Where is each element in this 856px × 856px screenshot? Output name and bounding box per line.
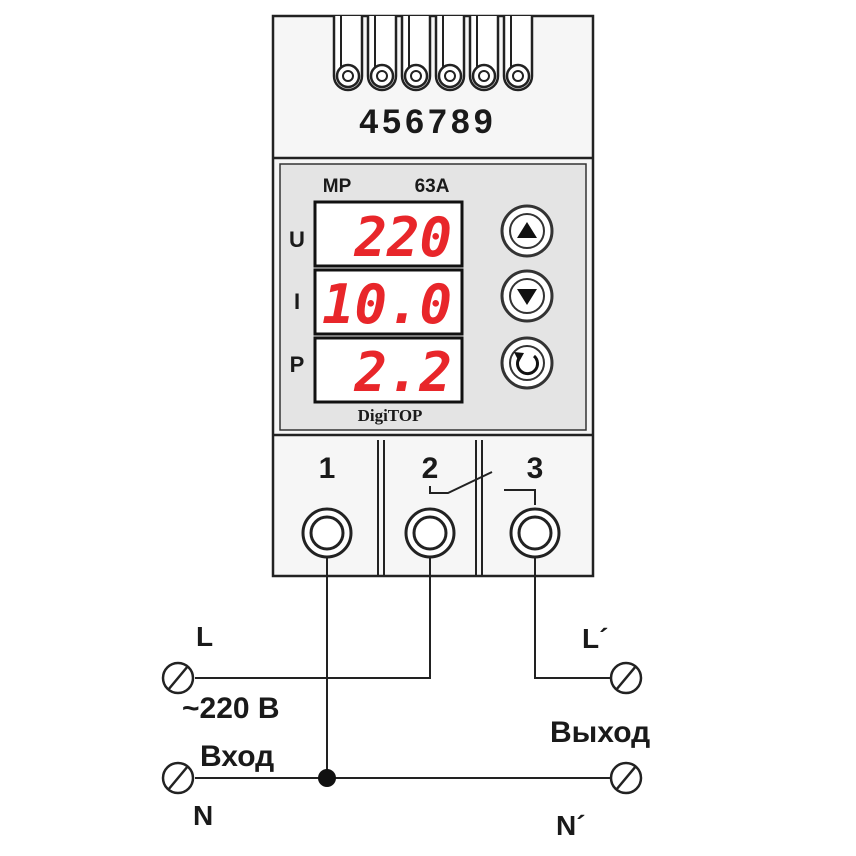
current-value: 10.0	[322, 273, 452, 336]
reset-icon	[514, 352, 539, 376]
terminal-1-screw	[301, 507, 353, 559]
terminal-1-label: 1	[319, 452, 336, 485]
output-n-terminal	[609, 761, 643, 795]
display-label-u: U	[289, 227, 305, 252]
down-arrow-icon	[517, 289, 537, 305]
top-terminal-coil	[434, 16, 466, 92]
input-label: Вход	[200, 740, 274, 773]
power-value: 2.2	[353, 341, 452, 404]
top-terminal-coil	[332, 16, 364, 92]
input-n-terminal	[161, 761, 195, 795]
up-button[interactable]	[500, 204, 554, 258]
phase-input-wire	[195, 557, 431, 679]
top-terminal-coil	[468, 16, 500, 92]
input-voltage-label: ~220 В	[182, 692, 280, 725]
top-terminal-coil	[366, 16, 398, 92]
junction-dot	[318, 769, 336, 787]
terminal-3-screw	[509, 507, 561, 559]
brand-logo: DigiTOP	[358, 406, 423, 425]
input-neutral-label: N	[193, 800, 213, 831]
down-button[interactable]	[500, 269, 554, 323]
phase-output-wire	[534, 557, 612, 679]
display-label-p: P	[290, 352, 305, 377]
top-terminal-coil	[400, 16, 432, 92]
bottom-terminal-block	[377, 440, 483, 576]
wires	[195, 557, 612, 779]
output-phase-label: L´	[582, 623, 608, 654]
current-rating-label: 63A	[415, 176, 450, 197]
model-label: MP	[323, 176, 352, 197]
top-terminal-numbers: 456789	[359, 103, 496, 141]
output-l-terminal	[609, 661, 643, 695]
input-phase-label: L	[196, 621, 213, 652]
input-l-terminal	[161, 661, 195, 695]
terminal-2-label: 2	[422, 452, 439, 485]
top-terminal-block	[332, 16, 534, 92]
output-neutral-label: N´	[556, 810, 586, 841]
output-label: Выход	[550, 716, 650, 749]
reset-button[interactable]	[500, 336, 554, 390]
terminal-2-screw	[404, 507, 456, 559]
up-arrow-icon	[517, 222, 537, 238]
terminal-3-label: 3	[527, 452, 544, 485]
voltage-value: 220	[353, 206, 452, 269]
top-terminal-coil	[502, 16, 534, 92]
display-label-i: I	[294, 289, 300, 314]
relay-contact	[429, 471, 536, 505]
display-stack	[313, 200, 464, 404]
